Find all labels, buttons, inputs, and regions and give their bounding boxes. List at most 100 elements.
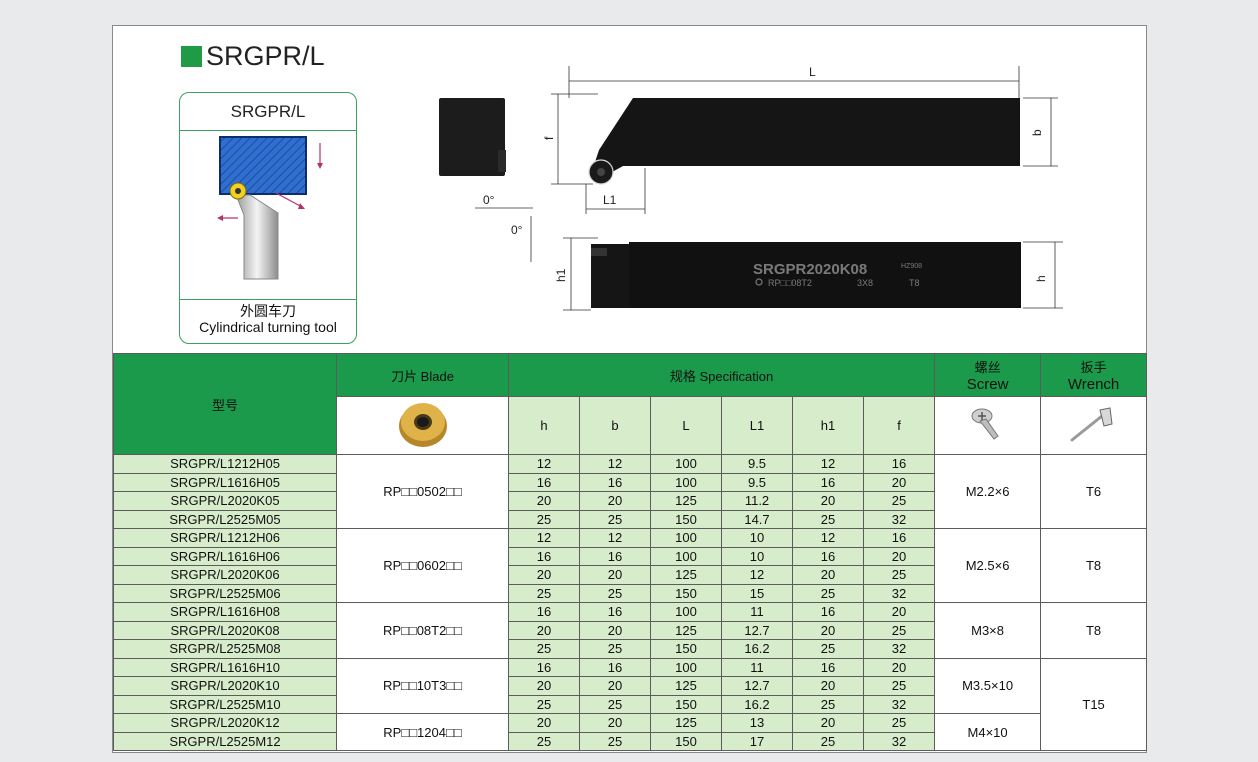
spec-cell-b: 25	[579, 509, 651, 529]
spec-cell-l1: 12	[721, 565, 793, 585]
spec-cell-b: 16	[579, 472, 651, 492]
column-header-l1: L1	[721, 396, 793, 455]
column-header-f: f	[862, 396, 936, 455]
spec-cell-h1: 20	[792, 491, 864, 511]
model-cell: SRGPR/L1616H08	[113, 602, 337, 622]
spec-cell-h: 16	[508, 472, 580, 492]
dim-f-label: f	[542, 136, 556, 140]
spec-cell-b: 20	[579, 713, 651, 733]
spec-cell-f: 25	[862, 491, 936, 511]
spec-cell-f: 16	[862, 454, 936, 474]
spec-cell-l1: 12.7	[721, 676, 793, 696]
catalog-sheet: SRGPR/L SRGPR/L	[112, 25, 1148, 753]
spec-cell-l: 125	[650, 676, 722, 696]
spec-cell-b: 25	[579, 694, 651, 714]
spec-cell-h1: 12	[792, 528, 864, 548]
column-header-h: h	[508, 396, 580, 455]
spec-cell-h: 12	[508, 528, 580, 548]
spec-cell-h1: 25	[792, 639, 864, 659]
header-wrench: 扳手 Wrench	[1040, 353, 1148, 397]
screw-image-cell	[934, 396, 1042, 455]
screw-cell: M3×8	[934, 602, 1042, 659]
spec-cell-f: 32	[862, 509, 936, 529]
spec-cell-l1: 16.2	[721, 694, 793, 714]
spec-cell-l: 150	[650, 639, 722, 659]
wrench-image-cell	[1040, 396, 1148, 455]
spec-cell-l1: 12.7	[721, 620, 793, 640]
spec-cell-l: 100	[650, 602, 722, 622]
spec-cell-l: 150	[650, 509, 722, 529]
spec-cell-l: 125	[650, 713, 722, 733]
spec-cell-l: 100	[650, 546, 722, 566]
spec-cell-f: 20	[862, 657, 936, 677]
spec-cell-f: 16	[862, 528, 936, 548]
spec-cell-h1: 25	[792, 583, 864, 603]
blade-cell: RP□□1204□□	[336, 713, 509, 751]
model-cell: SRGPR/L2020K12	[113, 713, 337, 733]
engraving-insert: RP□□08T2	[768, 278, 812, 288]
header-wrench-en: Wrench	[1067, 376, 1120, 393]
model-cell: SRGPR/L1616H06	[113, 546, 337, 566]
spec-table: 型号 刀片 Blade 规格 Specification 螺丝 Screw 扳手…	[113, 353, 1148, 751]
spec-cell-h: 20	[508, 713, 580, 733]
model-cell: SRGPR/L1212H06	[113, 528, 337, 548]
screw-cell: M2.2×6	[934, 454, 1042, 529]
spec-cell-b: 20	[579, 676, 651, 696]
illustration-caption-top: SRGPR/L	[180, 93, 356, 131]
spec-cell-l: 150	[650, 583, 722, 603]
page-title: SRGPR/L	[181, 41, 325, 72]
spec-cell-h: 25	[508, 509, 580, 529]
screw-cell: M2.5×6	[934, 528, 1042, 603]
tool-drawings: L b f L1 0° 0° SRGPR2020K08 RP□□08T2 3X8…	[439, 65, 1063, 311]
header-screw-cn: 螺丝	[974, 360, 1001, 375]
blade-cell: RP□□0502□□	[336, 454, 509, 529]
spec-cell-l: 150	[650, 694, 722, 714]
model-cell: SRGPR/L2525M06	[113, 583, 337, 603]
end-view-drawing	[439, 98, 506, 176]
spec-cell-h: 20	[508, 620, 580, 640]
spec-cell-b: 25	[579, 583, 651, 603]
spec-cell-f: 32	[862, 583, 936, 603]
wrench-cell: T8	[1040, 602, 1148, 659]
spec-cell-f: 32	[862, 639, 936, 659]
spec-cell-b: 20	[579, 565, 651, 585]
spec-cell-b: 25	[579, 639, 651, 659]
engraving-model: SRGPR2020K08	[753, 261, 867, 278]
spec-cell-h1: 20	[792, 676, 864, 696]
spec-cell-l1: 14.7	[721, 509, 793, 529]
spec-cell-f: 25	[862, 565, 936, 585]
spec-cell-l1: 17	[721, 731, 793, 751]
caption-english: Cylindrical turning tool	[199, 319, 337, 335]
spec-cell-f: 32	[862, 694, 936, 714]
spec-cell-h: 16	[508, 657, 580, 677]
spec-cell-h: 20	[508, 491, 580, 511]
header-model: 型号	[113, 353, 337, 455]
spec-cell-h1: 25	[792, 509, 864, 529]
spec-cell-f: 32	[862, 731, 936, 751]
spec-cell-h1: 16	[792, 602, 864, 622]
wrench-cell: T8	[1040, 528, 1148, 603]
spec-cell-l1: 11.2	[721, 491, 793, 511]
model-cell: SRGPR/L2020K05	[113, 491, 337, 511]
spec-cell-f: 25	[862, 713, 936, 733]
engraving-wrench: T8	[909, 278, 920, 288]
spec-cell-h1: 16	[792, 472, 864, 492]
spec-cell-l1: 15	[721, 583, 793, 603]
wrench-icon	[1070, 407, 1113, 442]
spec-cell-l1: 11	[721, 602, 793, 622]
spec-cell-l: 100	[650, 472, 722, 492]
insert-icon	[398, 403, 447, 447]
header-screw: 螺丝 Screw	[934, 353, 1042, 397]
spec-cell-b: 12	[579, 454, 651, 474]
header-spec: 规格 Specification	[507, 353, 936, 397]
spec-cell-h: 12	[508, 454, 580, 474]
spec-cell-h1: 16	[792, 546, 864, 566]
spec-cell-b: 20	[579, 491, 651, 511]
angle-label-1: 0°	[483, 193, 495, 207]
